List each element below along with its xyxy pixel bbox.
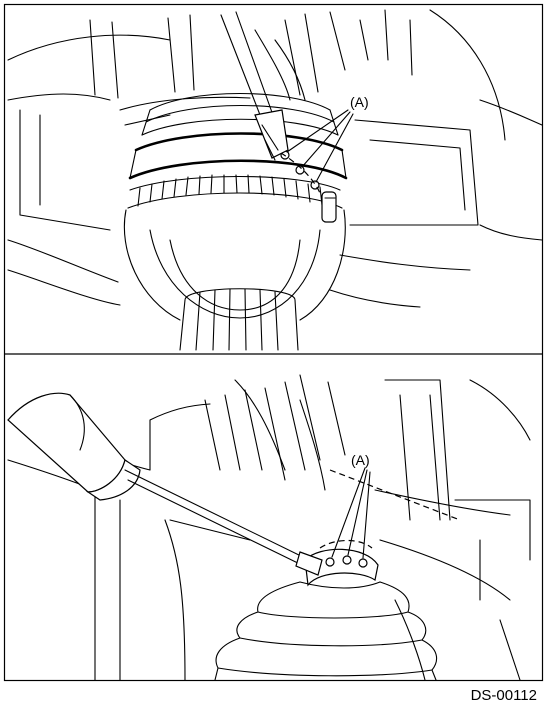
bottom-callout-label: (A)	[351, 452, 370, 468]
figure-code: DS-00112	[471, 687, 537, 704]
top-panel-drawing	[7, 9, 543, 351]
figure-frame	[3, 3, 544, 682]
top-callout-label: (A)	[350, 94, 369, 110]
bottom-panel-drawing	[7, 374, 531, 681]
